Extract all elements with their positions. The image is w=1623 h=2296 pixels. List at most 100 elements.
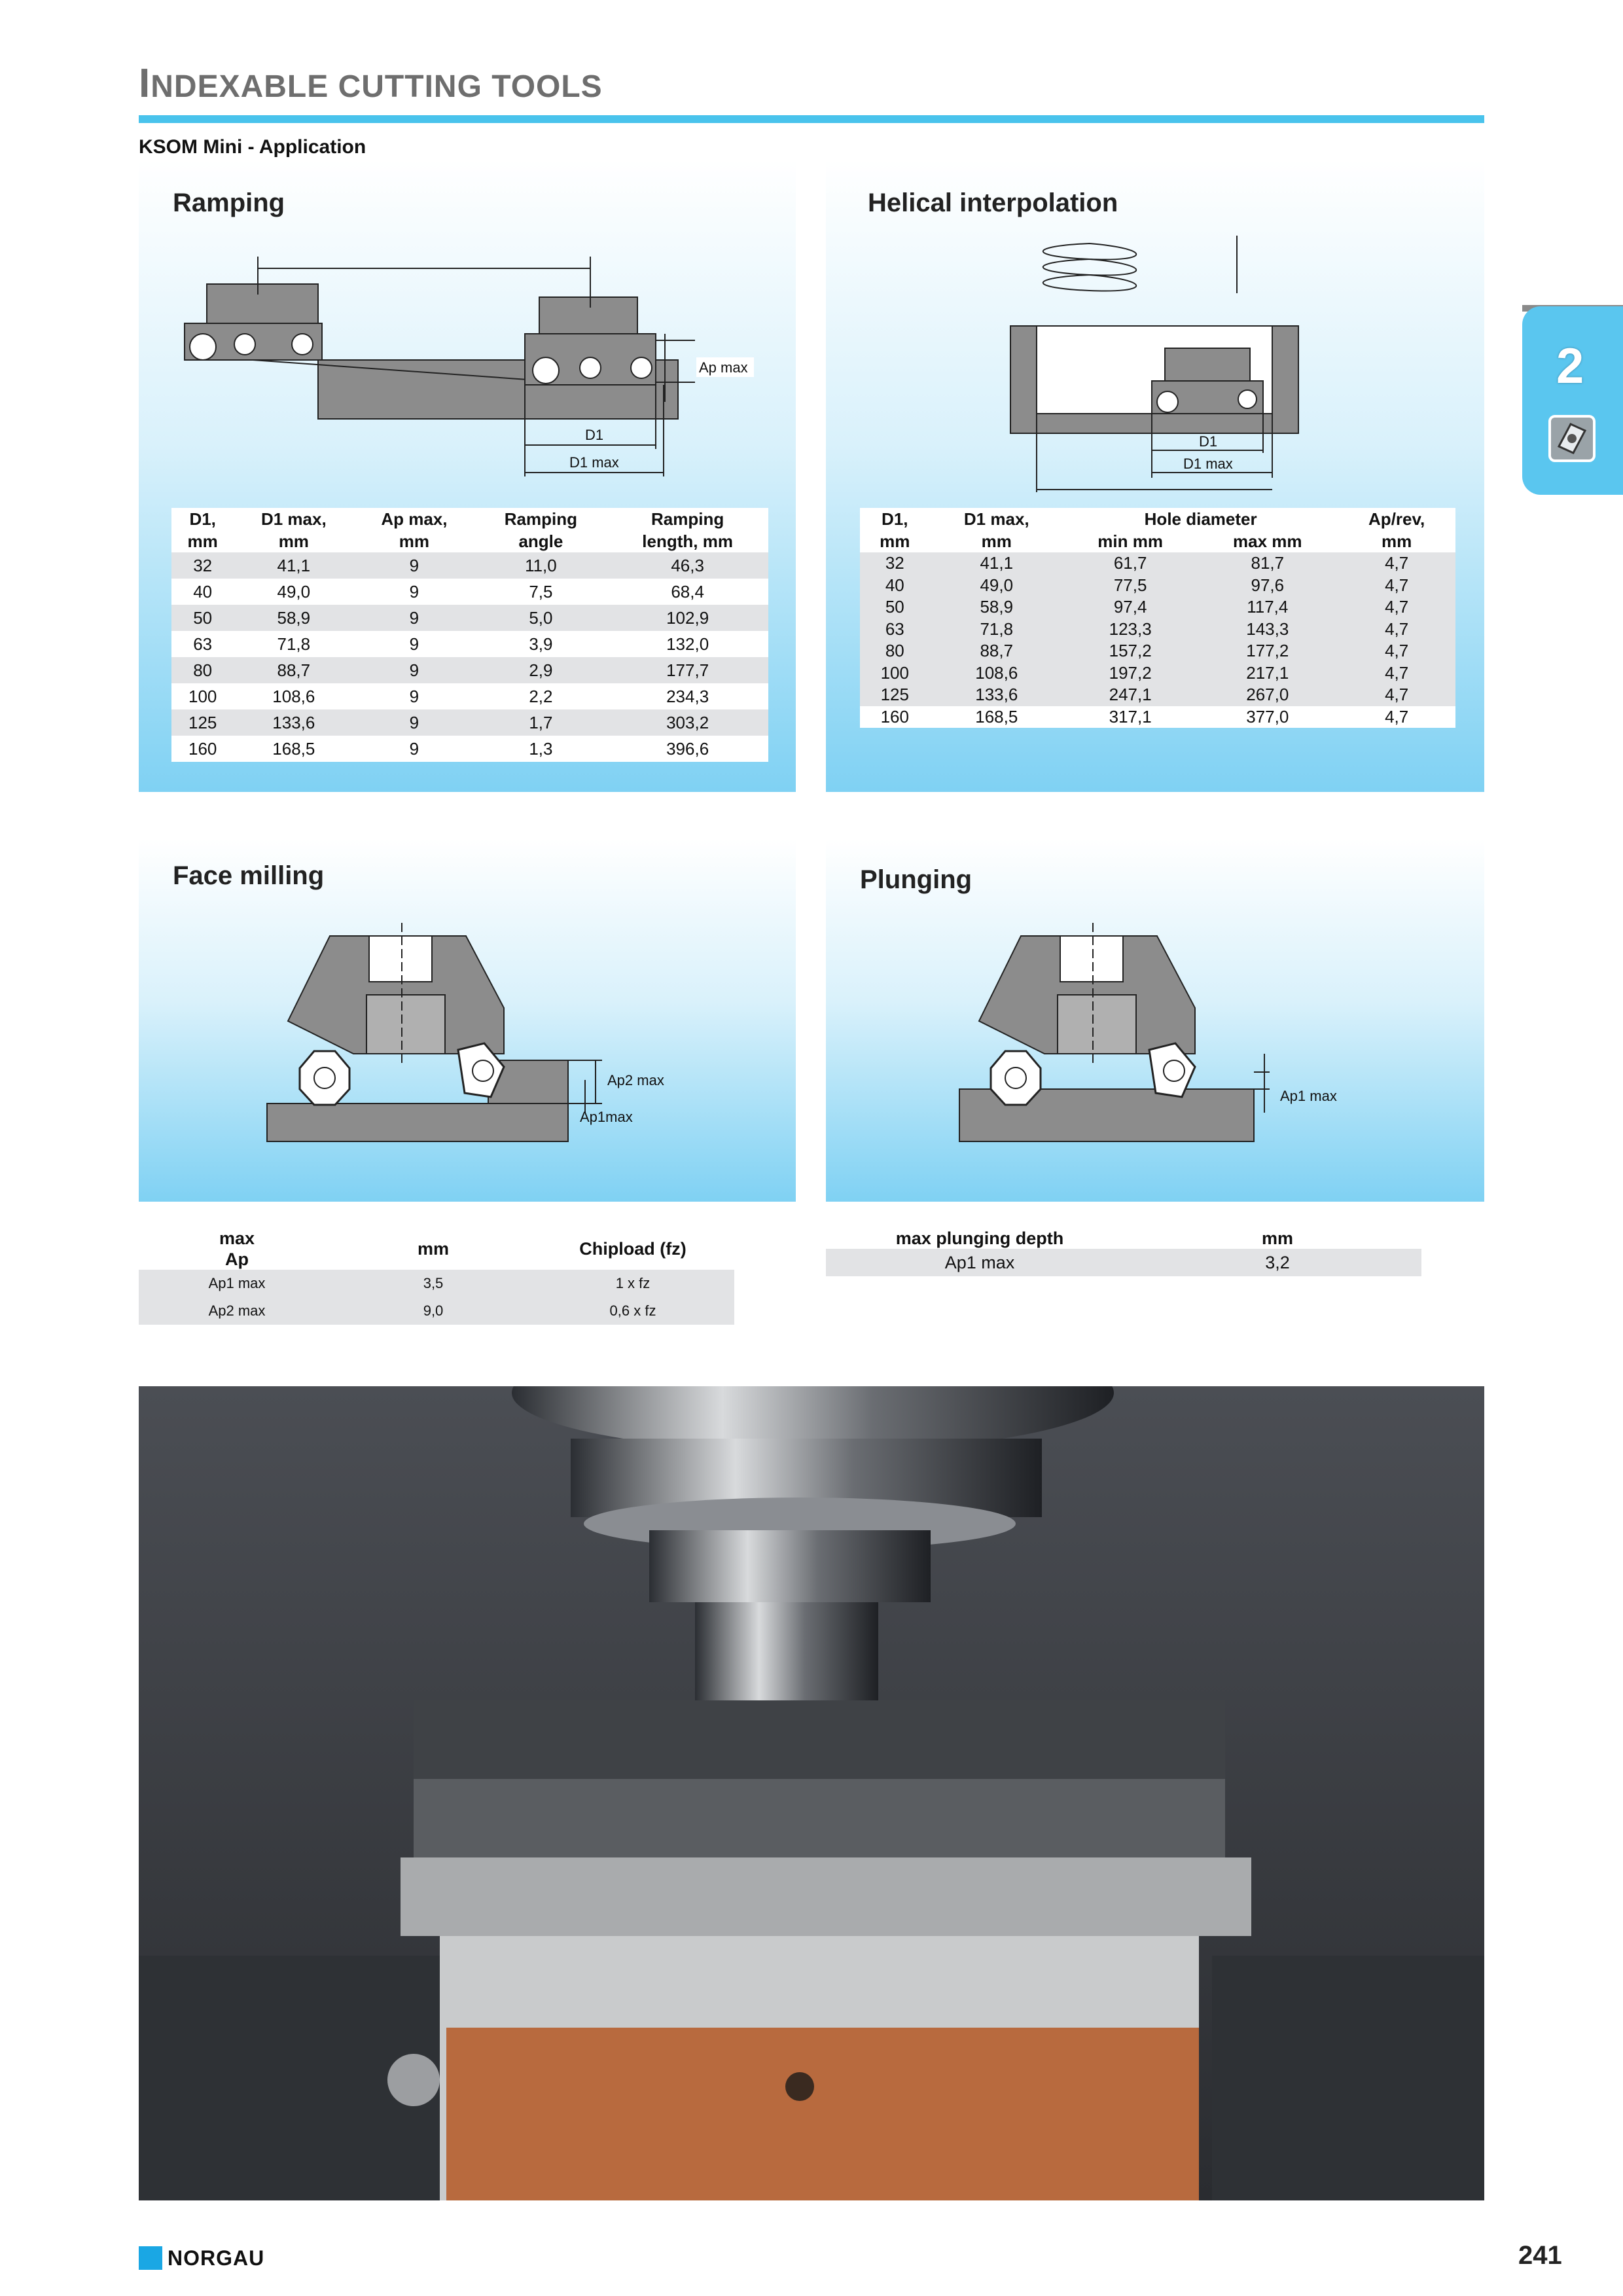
table-cell: 9	[353, 709, 475, 736]
table-cell: 32	[860, 552, 930, 575]
table-cell: 234,3	[666, 686, 709, 706]
table-cell: 2,9	[474, 657, 607, 683]
header-text: length, mm	[642, 531, 733, 551]
plunging-diagram: Ap1 max	[959, 923, 1337, 1142]
table-cell: 49,0	[929, 574, 1063, 596]
ramping-ap-label: Ap max	[699, 359, 748, 376]
helical-tool	[1151, 348, 1264, 414]
table-cell: 160	[880, 706, 909, 726]
helical-diagram: D1 D1 max	[1010, 236, 1299, 492]
table-cell: 3,2	[1133, 1249, 1421, 1276]
table-cell: 68,4	[671, 581, 704, 601]
table-cell: 41,1	[234, 552, 354, 579]
table-cell: 133,6	[234, 709, 354, 736]
header-text: Ap	[225, 1249, 249, 1269]
helical-d1max-label: D1 max	[1183, 456, 1233, 472]
ramping-col-apmax: Ap max,mm	[353, 508, 474, 552]
table-cell: 0,6 x fz	[531, 1297, 734, 1325]
helical-col-hole-max: max mm	[1233, 531, 1302, 551]
face-col-chipload: Chipload (fz)	[579, 1239, 687, 1259]
table-cell: 143,3	[1197, 618, 1338, 640]
header-text: Ap max,	[381, 509, 448, 529]
header-text: D1 max,	[260, 509, 327, 529]
table-cell: 4,7	[1338, 574, 1455, 596]
table-cell: 177,2	[1197, 640, 1338, 662]
table-cell: 100	[860, 662, 930, 684]
helical-col-d1: D1,mm	[860, 508, 930, 552]
table-cell: 97,6	[1197, 574, 1338, 596]
table-cell: 71,8	[277, 634, 311, 654]
table-cell: 177,7	[607, 657, 768, 683]
table-cell: 102,9	[607, 605, 768, 631]
table-cell: 168,5	[272, 738, 315, 759]
face-ap2-label: Ap2 max	[607, 1072, 664, 1088]
table-cell: 4,7	[1385, 706, 1409, 726]
table-cell: 157,2	[1063, 640, 1198, 662]
table-cell: 61,7	[1063, 552, 1198, 575]
table-cell: 80	[171, 657, 234, 683]
table-cell: 58,9	[929, 596, 1063, 619]
table-cell: 132,0	[666, 634, 709, 654]
table-cell: 7,5	[529, 581, 553, 601]
table-cell: 50	[171, 605, 234, 631]
table-cell: 88,7	[929, 640, 1063, 662]
table-cell: 2,2	[529, 686, 553, 706]
helical-table: D1,mm D1 max,mm Hole diameter Ap/rev,mm …	[860, 508, 1455, 728]
table-cell: 1,3	[529, 738, 553, 759]
helical-col-d1max: D1 max,mm	[930, 508, 1063, 552]
table-cell: 125	[171, 709, 234, 736]
page-header-title: INDEXABLE CUTTING TOOLS	[139, 60, 603, 107]
table-cell: 40	[860, 574, 930, 596]
section-subtitle: KSOM Mini - Application	[139, 136, 366, 158]
table-cell: 267,0	[1197, 684, 1338, 706]
table-cell: 9	[409, 686, 419, 706]
table-cell: 9	[353, 552, 475, 579]
header-text: Ramping	[504, 509, 578, 529]
face-col-mm: mm	[417, 1239, 449, 1259]
header-text: D1,	[189, 509, 216, 529]
table-cell: 168,5	[975, 706, 1018, 726]
table-cell: 41,1	[929, 552, 1063, 575]
header-text: D1,	[882, 509, 908, 529]
table-cell: 71,8	[929, 618, 1063, 640]
chapter-tab[interactable]	[1522, 306, 1623, 495]
table-cell: 108,6	[929, 662, 1063, 684]
helical-col-aprev: Ap/rev,mm	[1338, 508, 1455, 552]
ramping-tool-left	[184, 283, 323, 361]
table-cell: 3,9	[529, 634, 553, 654]
ramping-col-d1: D1,mm	[171, 508, 234, 552]
helix-path	[1043, 243, 1137, 292]
table-cell: 63	[860, 618, 930, 640]
header-text: mm	[278, 531, 309, 551]
table-cell: 40	[193, 581, 213, 601]
table-cell: 4,7	[1338, 640, 1455, 662]
table-cell: 46,3	[607, 552, 768, 579]
table-cell: 97,4	[1063, 596, 1198, 619]
table-cell: 4,7	[1338, 552, 1455, 575]
header-text: mm	[1382, 531, 1412, 551]
table-cell: 5,0	[474, 605, 607, 631]
table-cell: 4,7	[1338, 684, 1455, 706]
table-cell: 4,7	[1338, 618, 1455, 640]
table-cell: 4,7	[1338, 596, 1455, 619]
ramping-col-d1max: D1 max,mm	[234, 508, 353, 552]
table-cell: 108,6	[272, 686, 315, 706]
face-milling-diagram: Ap2 max Ap1max	[266, 923, 664, 1142]
helical-d1-label: D1	[1199, 433, 1217, 450]
